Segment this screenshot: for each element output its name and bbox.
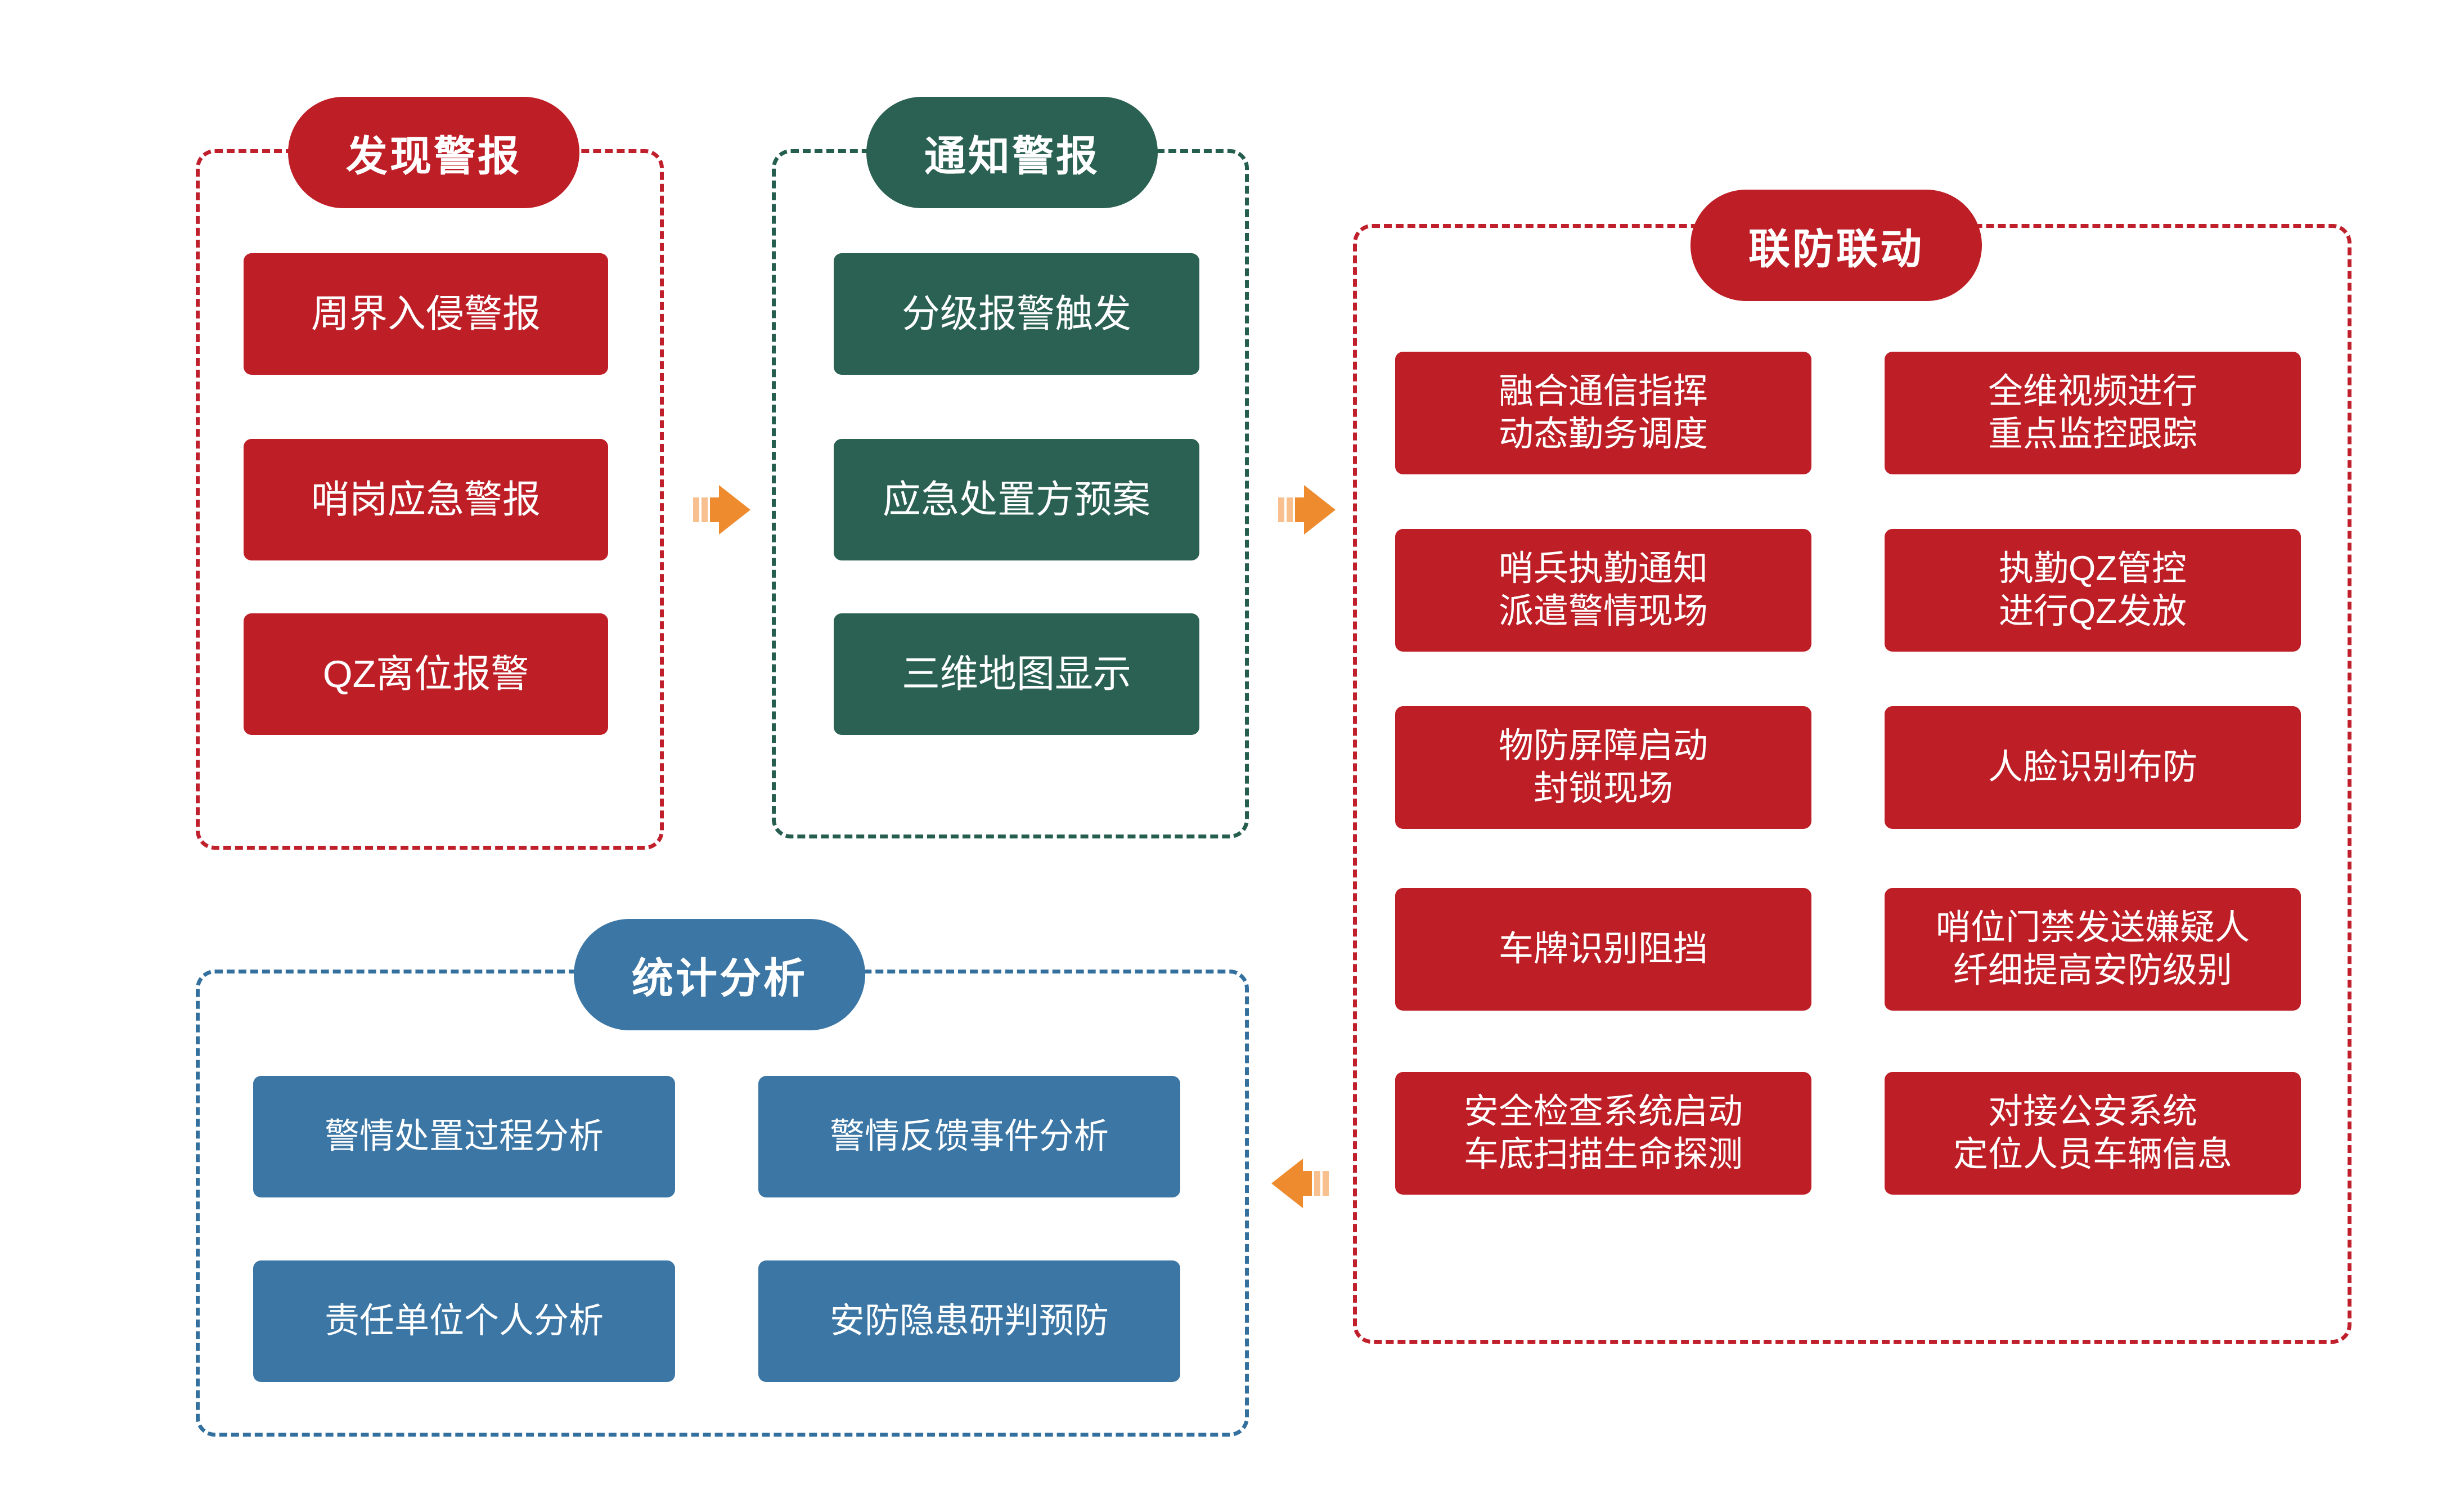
box-emergency-plan[interactable]: 应急处置方预案 (834, 439, 1199, 560)
arrow-notify-to-joint-icon (1278, 483, 1337, 537)
box-responsible-unit-person-analysis[interactable]: 责任单位个人分析 (253, 1260, 675, 1382)
box-duty-qz-control-issuance[interactable]: 执勤QZ管控 进行QZ发放 (1885, 529, 2301, 652)
box-security-risk-prevention-analysis[interactable]: 安防隐患研判预防 (758, 1260, 1180, 1382)
box-qz-offpost-alarm[interactable]: QZ离位报警 (244, 613, 608, 735)
box-full-dimension-video-tracking[interactable]: 全维视频进行 重点监控跟踪 (1885, 352, 2301, 474)
box-public-security-system-integration[interactable]: 对接公安系统 定位人员车辆信息 (1885, 1072, 2301, 1195)
box-3d-map-display[interactable]: 三维地图显示 (834, 613, 1199, 735)
box-physical-barrier-lockdown[interactable]: 物防屏障启动 封锁现场 (1395, 706, 1811, 829)
pill-statistical-analysis[interactable]: 统计分析 (574, 919, 865, 1030)
arrow-discover-to-notify-icon (693, 483, 752, 537)
arrow-left-icon (1271, 1159, 1329, 1208)
box-license-plate-blocking[interactable]: 车牌识别阻挡 (1395, 888, 1811, 1011)
box-face-recognition-deployment[interactable]: 人脸识别布防 (1885, 706, 2301, 829)
arrow-right-icon (1278, 485, 1336, 535)
pill-notify-alarm[interactable]: 通知警报 (866, 97, 1158, 208)
box-sentry-duty-notice-dispatch[interactable]: 哨兵执勤通知 派遣警情现场 (1395, 529, 1811, 652)
box-graded-alarm-trigger[interactable]: 分级报警触发 (834, 253, 1199, 375)
box-alarm-feedback-event-analysis[interactable]: 警情反馈事件分析 (758, 1076, 1180, 1197)
arrow-joint-to-statistics-icon (1270, 1156, 1329, 1210)
pill-discover-alarm[interactable]: 发现警报 (288, 97, 579, 208)
box-alarm-handling-process-analysis[interactable]: 警情处置过程分析 (253, 1076, 675, 1197)
box-security-check-vehicle-scan[interactable]: 安全检查系统启动 车底扫描生命探测 (1395, 1072, 1811, 1195)
box-perimeter-intrusion-alarm[interactable]: 周界入侵警报 (244, 253, 608, 375)
box-fusion-communication-command[interactable]: 融合通信指挥 动态勤务调度 (1395, 352, 1811, 474)
pill-joint-defense[interactable]: 联防联动 (1690, 190, 1982, 301)
arrow-right-icon (693, 485, 750, 535)
box-sentry-emergency-alarm[interactable]: 哨岗应急警报 (244, 439, 608, 560)
box-post-access-suspect-alert[interactable]: 哨位门禁发送嫌疑人 纤细提高安防级别 (1885, 888, 2301, 1011)
